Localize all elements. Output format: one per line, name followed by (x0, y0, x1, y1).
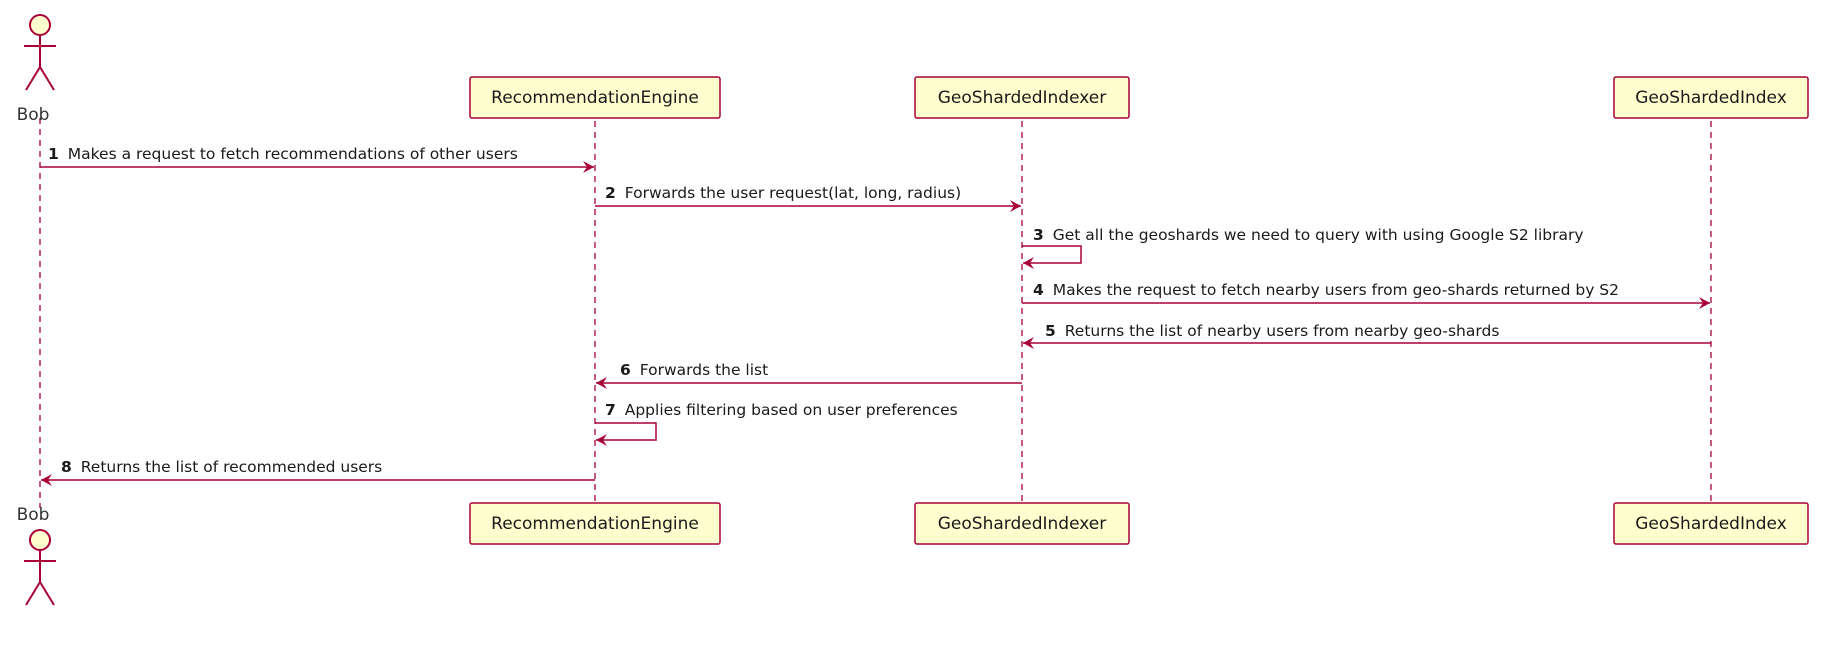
participant-box-recommendation-engine-bottom: RecommendationEngine (469, 502, 721, 545)
participant-label: GeoShardedIndexer (938, 88, 1106, 108)
message-number: 1 (48, 145, 59, 163)
actor-name: Bob (17, 105, 50, 125)
message-arrow (595, 422, 657, 446)
message-number: 8 (61, 458, 72, 476)
participant-label: GeoShardedIndexer (938, 514, 1106, 534)
participant-box-geo-sharded-indexer-top: GeoShardedIndexer (914, 76, 1130, 119)
message-label: 1 Makes a request to fetch recommendatio… (48, 145, 518, 163)
message-5: 5 Returns the list of nearby users from … (1023, 322, 1711, 349)
participant-box-geo-sharded-indexer-bottom: GeoShardedIndexer (914, 502, 1130, 545)
message-text: Makes the request to fetch nearby users … (1053, 281, 1619, 299)
message-7: 7 Applies filtering based on user prefer… (595, 401, 958, 446)
message-label: 3 Get all the geoshards we need to query… (1033, 226, 1584, 244)
participant-label: RecommendationEngine (491, 88, 699, 108)
participant-box-geo-sharded-index-bottom: GeoShardedIndex (1613, 502, 1809, 545)
message-number: 6 (620, 361, 631, 379)
message-text: Returns the list of recommended users (81, 458, 383, 476)
message-text: Forwards the user request(lat, long, rad… (625, 184, 961, 202)
message-arrow (1022, 245, 1082, 269)
message-label: 6 Forwards the list (620, 361, 768, 379)
message-1: 1 Makes a request to fetch recommendatio… (40, 145, 594, 173)
message-label: 4 Makes the request to fetch nearby user… (1033, 281, 1619, 299)
message-number: 4 (1033, 281, 1044, 299)
actor-bob-top: Bob (17, 14, 56, 125)
actor-bob-bottom: Bob (17, 505, 56, 606)
message-label: 2 Forwards the user request(lat, long, r… (605, 184, 961, 202)
message-text: Applies filtering based on user preferen… (625, 401, 958, 419)
message-label: 8 Returns the list of recommended users (61, 458, 382, 476)
message-label: 7 Applies filtering based on user prefer… (605, 401, 958, 419)
stick-figure-icon (24, 529, 56, 606)
message-8: 8 Returns the list of recommended users (41, 458, 595, 486)
participant-label: GeoShardedIndex (1635, 514, 1787, 534)
message-text: Makes a request to fetch recommendations… (68, 145, 518, 163)
message-number: 3 (1033, 226, 1044, 244)
message-number: 2 (605, 184, 616, 202)
message-4: 4 Makes the request to fetch nearby user… (1022, 281, 1710, 309)
participant-box-recommendation-engine-top: RecommendationEngine (469, 76, 721, 119)
message-label: 5 Returns the list of nearby users from … (1045, 322, 1499, 340)
participant-box-geo-sharded-index-top: GeoShardedIndex (1613, 76, 1809, 119)
message-number: 5 (1045, 322, 1056, 340)
message-number: 7 (605, 401, 616, 419)
message-text: Returns the list of nearby users from ne… (1065, 322, 1500, 340)
message-3: 3 Get all the geoshards we need to query… (1022, 226, 1584, 269)
message-text: Get all the geoshards we need to query w… (1053, 226, 1584, 244)
message-2: 2 Forwards the user request(lat, long, r… (595, 184, 1021, 212)
stick-figure-icon (24, 14, 56, 91)
message-6: 6 Forwards the list (596, 361, 1022, 389)
message-text: Forwards the list (640, 361, 768, 379)
participant-label: GeoShardedIndex (1635, 88, 1787, 108)
actor-name: Bob (17, 505, 50, 525)
participant-label: RecommendationEngine (491, 514, 699, 534)
